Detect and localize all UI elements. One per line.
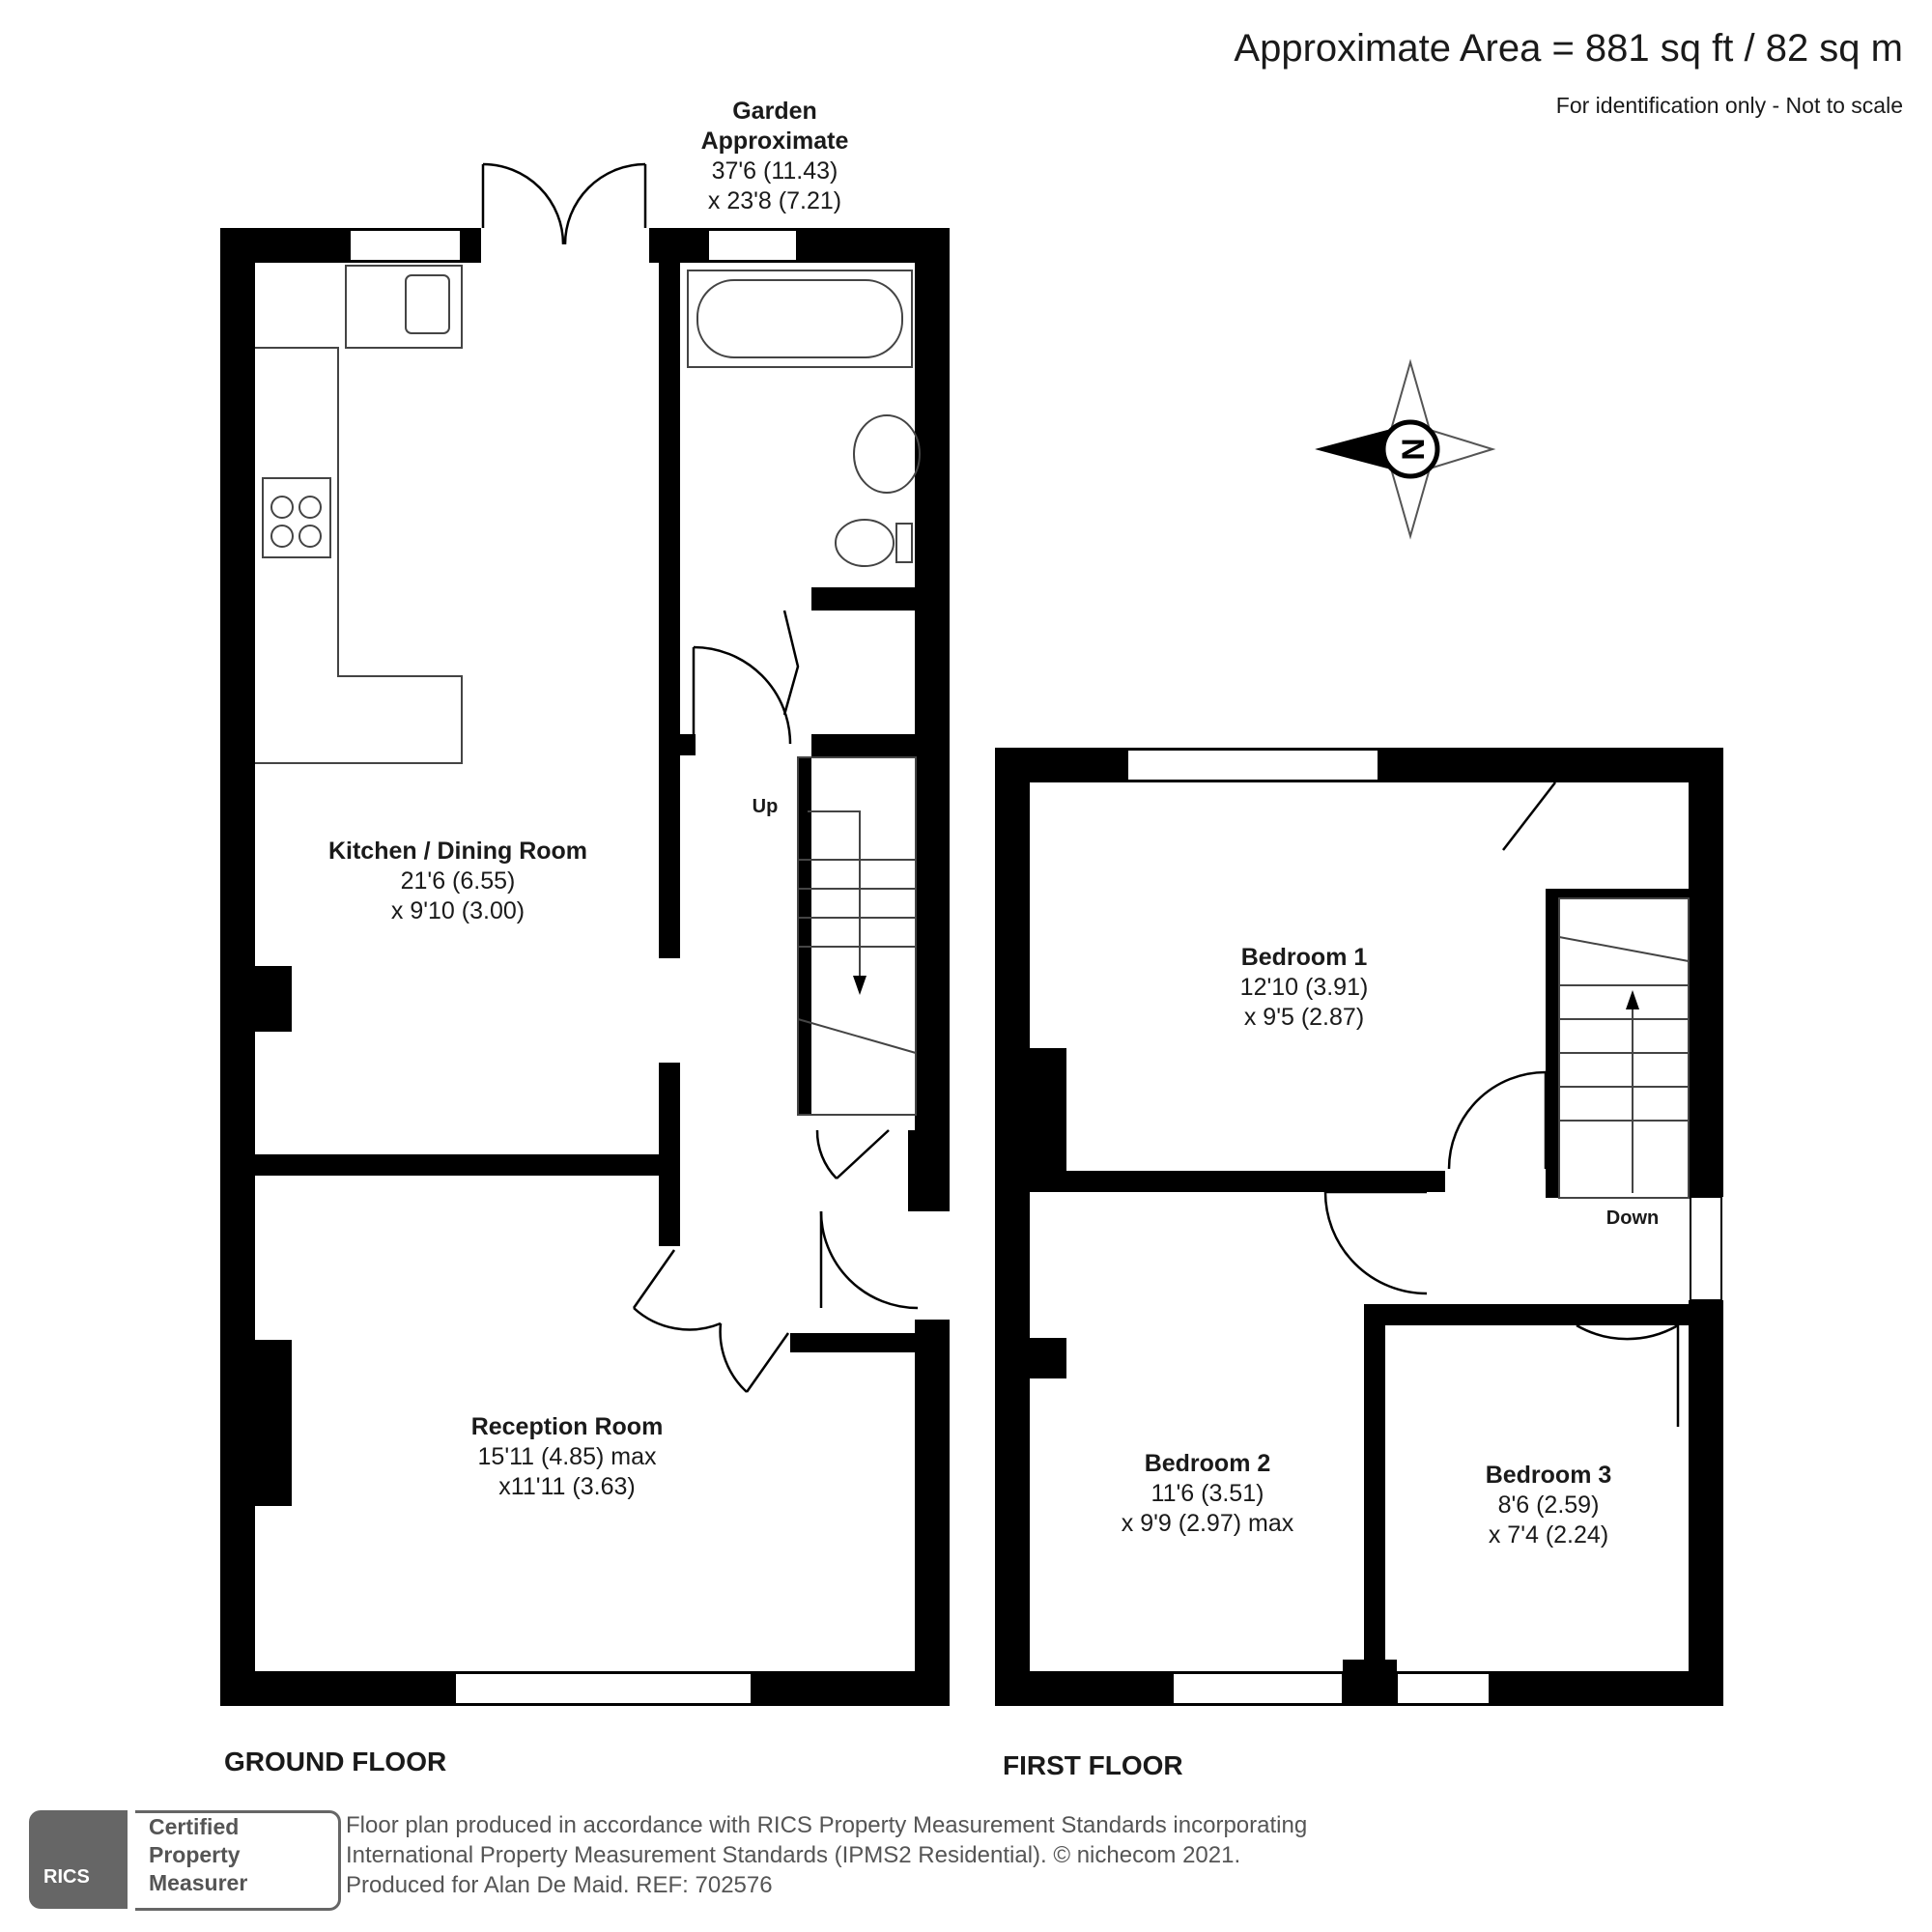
north-compass-icon [1315, 358, 1496, 540]
ground-floor-title: GROUND FLOOR [224, 1747, 447, 1776]
kitchen-dining-label: Kitchen / Dining Room 21'6 (6.55) x 9'10… [327, 838, 588, 924]
certified-property-measurer-badge: Certified Property Measurer [135, 1810, 341, 1911]
bath [687, 270, 913, 368]
bedroom-2-label: Bedroom 2 11'6 (3.51) x 9'9 (2.97) max [1121, 1450, 1294, 1537]
bedroom-1-label: Bedroom 1 12'10 (3.91) x 9'5 (2.87) [1239, 944, 1369, 1031]
kitchen-sink [345, 265, 463, 349]
approximate-area: Approximate Area = 881 sq ft / 82 sq m [1234, 27, 1903, 70]
stair-arrowheads [853, 976, 1639, 1009]
windows [349, 229, 1722, 1705]
first-floor-walls [995, 748, 1723, 1706]
rics-logo [29, 1810, 128, 1909]
stairs-up-label: Up [752, 796, 779, 817]
stairs-down-label: Down [1605, 1208, 1660, 1229]
footer-disclaimer: Floor plan produced in accordance with R… [346, 1812, 1308, 1898]
hob [262, 477, 331, 558]
rics-logo-text: RICS [43, 1866, 90, 1888]
compass-n-label: N [1396, 438, 1431, 460]
basin [853, 414, 921, 494]
first-floor-title: FIRST FLOOR [1003, 1750, 1183, 1780]
bedroom-3-label: Bedroom 3 8'6 (2.59) x 7'4 (2.24) [1485, 1462, 1612, 1548]
reception-room-label: Reception Room 15'11 (4.85) max x11'11 (… [470, 1413, 664, 1500]
garden-label: Garden Approximate 37'6 (11.43) x 23'8 (… [700, 98, 849, 214]
fixtures [255, 265, 1690, 1199]
door-swings [481, 162, 1680, 1427]
toilet [835, 519, 895, 567]
identification-note: For identification only - Not to scale [1555, 93, 1903, 118]
